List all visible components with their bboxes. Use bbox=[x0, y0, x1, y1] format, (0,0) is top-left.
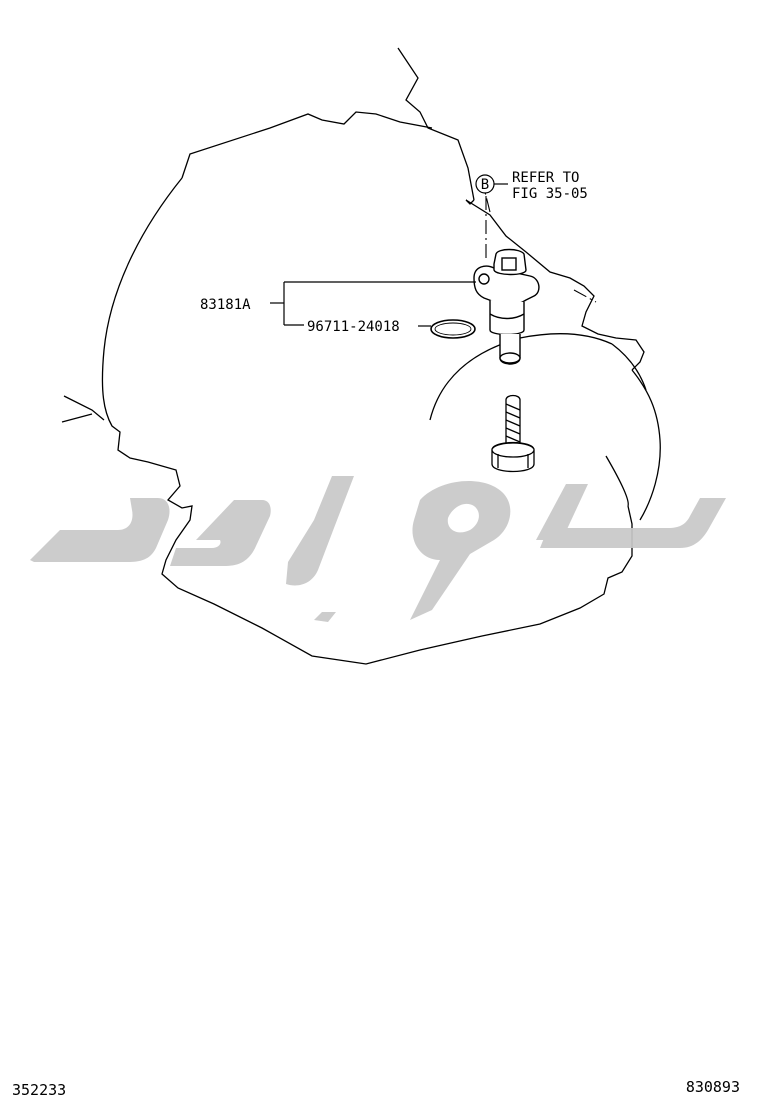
o-ring-inner bbox=[434, 322, 472, 336]
driven-gear-bolt bbox=[491, 394, 535, 473]
figure-code-right: 830893 bbox=[685, 1078, 740, 1096]
o-ring bbox=[430, 319, 476, 339]
transmission-housing-outline bbox=[61, 47, 661, 665]
part-number-sensor: 83181A bbox=[200, 297, 251, 313]
reference-marker-circle bbox=[475, 174, 495, 194]
figure-code-left: 352233 bbox=[12, 1081, 67, 1099]
leader-lines bbox=[270, 183, 508, 327]
speed-sensor-assembly bbox=[473, 248, 540, 365]
refer-fig-label: FIG 35-05 bbox=[512, 186, 588, 202]
refer-to-label: REFER TO bbox=[512, 170, 579, 186]
housing-hidden-lines bbox=[483, 187, 597, 303]
watermark-logo bbox=[30, 476, 726, 622]
reference-marker-letter: B bbox=[481, 177, 489, 193]
part-number-o-ring: 96711-24018 bbox=[307, 319, 400, 335]
extension-housing bbox=[429, 333, 647, 421]
